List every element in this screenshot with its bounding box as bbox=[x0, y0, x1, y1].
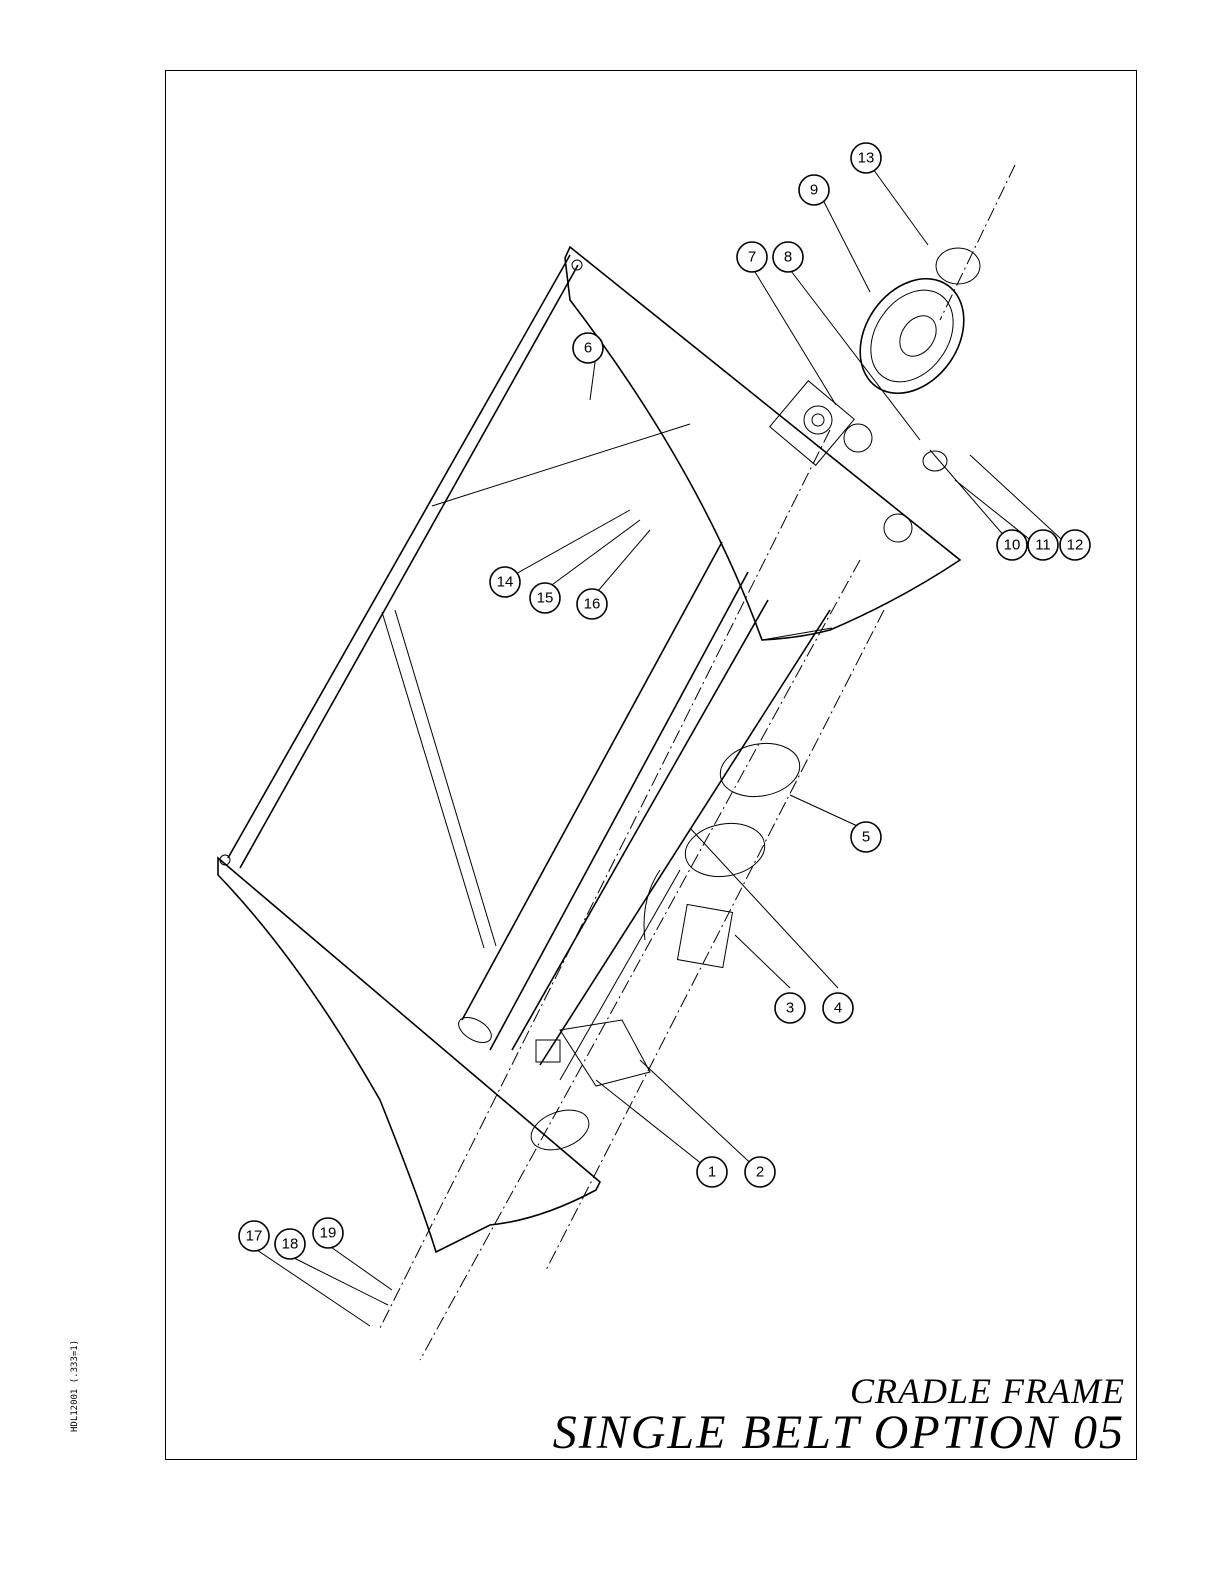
svg-text:14: 14 bbox=[497, 574, 514, 591]
callout-14: 14 bbox=[490, 567, 520, 597]
callout-1: 1 bbox=[697, 1157, 727, 1187]
svg-text:17: 17 bbox=[246, 1228, 263, 1245]
svg-text:19: 19 bbox=[320, 1225, 337, 1242]
svg-text:11: 11 bbox=[1035, 537, 1051, 554]
svg-text:5: 5 bbox=[862, 829, 870, 846]
drawing-code: HDL12001 (.333=1) bbox=[70, 1340, 80, 1432]
callout-10: 10 bbox=[997, 530, 1027, 560]
centerlines bbox=[380, 165, 1015, 1360]
callout-3: 3 bbox=[775, 993, 805, 1023]
svg-text:18: 18 bbox=[282, 1236, 299, 1253]
callout-17: 17 bbox=[239, 1221, 269, 1251]
svg-text:10: 10 bbox=[1004, 537, 1021, 554]
svg-text:12: 12 bbox=[1067, 537, 1084, 554]
svg-text:4: 4 bbox=[834, 1000, 842, 1017]
callout-7: 7 bbox=[737, 242, 767, 272]
callout-8: 8 bbox=[773, 242, 803, 272]
svg-text:16: 16 bbox=[584, 596, 601, 613]
drive-pulley bbox=[839, 248, 985, 471]
frame-rails bbox=[228, 255, 830, 1080]
svg-text:9: 9 bbox=[810, 182, 818, 199]
callout-18: 18 bbox=[275, 1229, 305, 1259]
svg-text:13: 13 bbox=[858, 150, 875, 167]
motor-mount-plate bbox=[536, 1020, 650, 1086]
callout-6: 6 bbox=[573, 333, 603, 363]
svg-text:3: 3 bbox=[786, 1000, 794, 1017]
svg-text:1: 1 bbox=[708, 1164, 716, 1181]
left-side-plate bbox=[218, 855, 600, 1252]
right-side-plate bbox=[565, 247, 960, 640]
svg-text:7: 7 bbox=[748, 249, 756, 266]
motor-and-pulley bbox=[644, 737, 804, 967]
svg-text:2: 2 bbox=[756, 1164, 764, 1181]
callout-9: 9 bbox=[799, 175, 829, 205]
callout-5: 5 bbox=[851, 822, 881, 852]
svg-text:6: 6 bbox=[584, 340, 592, 357]
callout-11: 11 bbox=[1028, 530, 1058, 560]
callout-12: 12 bbox=[1060, 530, 1090, 560]
callout-4: 4 bbox=[823, 993, 853, 1023]
leader-lines bbox=[254, 162, 1073, 1326]
callout-19: 19 bbox=[313, 1218, 343, 1248]
callout-15: 15 bbox=[530, 583, 560, 613]
svg-text:8: 8 bbox=[784, 249, 792, 266]
callout-2: 2 bbox=[745, 1157, 775, 1187]
callout-16: 16 bbox=[577, 589, 607, 619]
callout-13: 13 bbox=[851, 143, 881, 173]
drawing-title-line-2: SINGLE BELT OPTION 05 bbox=[553, 1405, 1125, 1460]
svg-text:15: 15 bbox=[537, 590, 554, 607]
